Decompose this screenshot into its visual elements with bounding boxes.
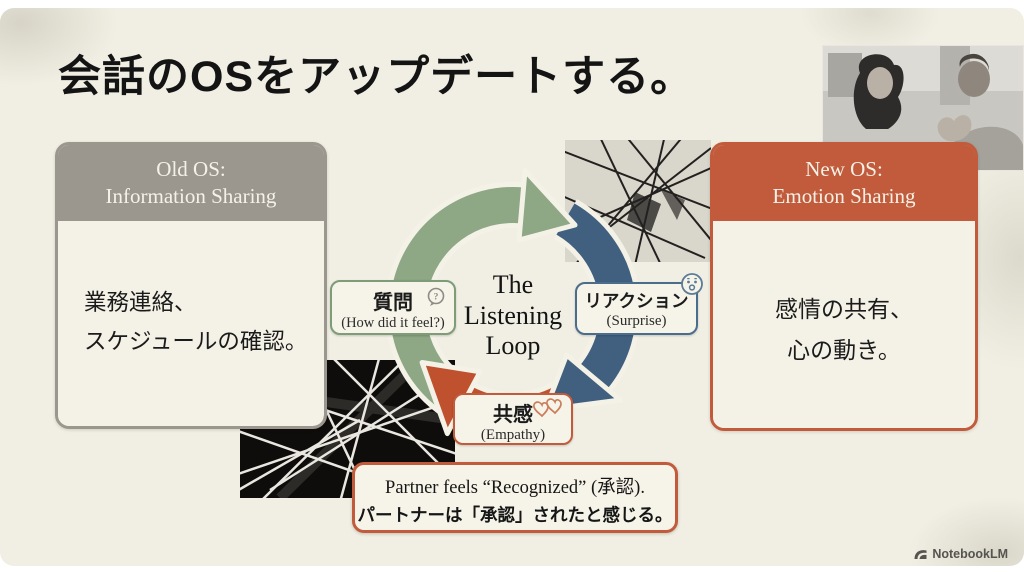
slide-canvas: 会話のOSをアップデートする。 xyxy=(0,8,1024,566)
step-empathy-label: 共感 xyxy=(493,404,533,426)
loop-title-line2: Listening xyxy=(463,300,563,330)
question-bubble-icon: ? xyxy=(427,287,445,306)
step-reaction-label: リアクション xyxy=(584,291,689,311)
question-arrowhead-icon xyxy=(516,168,578,243)
notebooklm-brand-label: NotebookLM xyxy=(932,547,1008,561)
slide-title: 会話のOSをアップデートする。 xyxy=(58,53,695,101)
new-os-card-header: New OS: Emotion Sharing xyxy=(713,145,975,221)
old-os-body-line1: 業務連絡、 xyxy=(84,289,197,315)
recognition-banner: Partner feels “Recognized” (承認). パートナーは「… xyxy=(352,462,678,533)
old-os-card-header: Old OS: Information Sharing xyxy=(58,145,324,221)
step-reaction-sublabel: (Surprise) xyxy=(606,313,667,329)
new-os-body-line2: 心の動き。 xyxy=(787,336,901,363)
svg-text:?: ? xyxy=(434,293,439,303)
surprised-face-icon xyxy=(681,273,703,295)
banner-line-en: Partner feels “Recognized” (承認). xyxy=(385,478,645,498)
step-question-label: 質問 xyxy=(373,292,413,314)
step-question: 質問 (How did it feel?) ? xyxy=(330,280,456,335)
old-os-body-line2: スケジュールの確認。 xyxy=(84,328,308,354)
banner-line-ja: パートナーは「承認」されたと感じる。 xyxy=(357,505,673,525)
step-empathy-sublabel: (Empathy) xyxy=(480,427,546,443)
loop-title-line3: Loop xyxy=(485,331,541,361)
old-os-card: Old OS: Information Sharing 業務連絡、 スケジュール… xyxy=(55,142,327,429)
conversation-photo xyxy=(822,45,1024,171)
old-os-header-line1: Old OS: xyxy=(156,157,226,181)
new-os-card: New OS: Emotion Sharing 感情の共有、 心の動き。 xyxy=(710,142,978,431)
double-hearts-icon xyxy=(533,398,562,418)
notebooklm-logo-icon xyxy=(914,550,927,559)
new-os-header-line2: Emotion Sharing xyxy=(772,184,916,209)
loop-center-title: The Listening Loop xyxy=(433,270,593,362)
step-empathy: 共感 (Empathy) xyxy=(453,393,573,445)
new-os-card-body: 感情の共有、 心の動き。 xyxy=(713,220,975,428)
step-question-sublabel: (How did it feel?) xyxy=(341,315,445,331)
step-reaction: リアクション (Surprise) xyxy=(575,273,703,335)
new-os-body-line1: 感情の共有、 xyxy=(775,295,913,322)
notebooklm-brand: NotebookLM xyxy=(913,547,1008,561)
old-os-card-body: 業務連絡、 スケジュールの確認。 xyxy=(58,220,324,426)
old-os-header-line2: Information Sharing xyxy=(105,184,277,209)
new-os-header-line1: New OS: xyxy=(805,157,883,181)
loop-title-line1: The xyxy=(492,270,534,299)
